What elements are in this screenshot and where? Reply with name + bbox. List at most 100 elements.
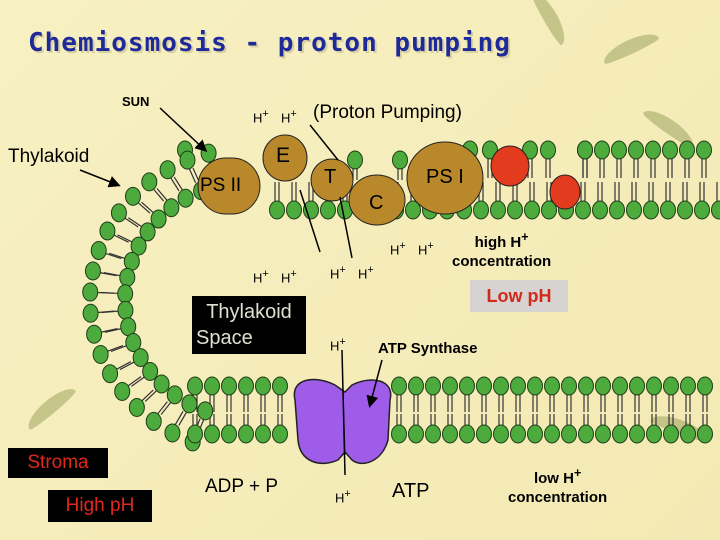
lipid-head [320, 200, 336, 220]
lipid-head [473, 200, 489, 220]
lipid-head [238, 376, 254, 396]
lipid-head [524, 200, 540, 220]
thylakoid-arrow [79, 169, 121, 188]
lipid-tail [106, 345, 124, 352]
lipid-head [177, 188, 194, 208]
lipid-head [159, 160, 176, 180]
lipid-head [575, 200, 591, 220]
lipid-head [84, 261, 101, 281]
lipid-head [577, 140, 593, 160]
adp-label: ADP + P [205, 476, 279, 497]
lipid-tail [101, 310, 119, 314]
page-title: Chemiosmosis - proton pumping [28, 28, 511, 58]
lipid-head [123, 251, 140, 271]
lipid-head [145, 411, 162, 431]
lipid-head [561, 424, 577, 444]
lipid-head [150, 209, 167, 229]
lipid-head [476, 376, 492, 396]
lipid-head [459, 376, 475, 396]
lipid-head [347, 150, 363, 170]
c-complex [348, 174, 406, 226]
lipid-head [425, 424, 441, 444]
lipid-head [166, 385, 183, 405]
lipid-head [677, 200, 693, 220]
lipid-head [124, 186, 141, 206]
lipid-head [629, 376, 645, 396]
lipid-head [680, 424, 696, 444]
lipid-head [612, 376, 628, 396]
lipid-head [187, 424, 203, 444]
lipid-head [459, 424, 475, 444]
lipid-head [490, 200, 506, 220]
proton-space-3: H+ [330, 264, 346, 282]
thylakoid-space-box: Thylakoid Space [192, 296, 306, 354]
lipid-tail [160, 401, 172, 415]
atp-synthase-arrow [366, 359, 383, 408]
high-h-concentration-label: high H+ concentration [452, 230, 552, 270]
low-h-concentration-label: low H+ concentration [508, 466, 608, 506]
lipid-head [272, 376, 288, 396]
proton-bottom: H+ [335, 488, 351, 506]
lipid-head [612, 424, 628, 444]
lipid-head [132, 348, 149, 368]
lipid-tail [178, 411, 188, 426]
lipid-head [204, 376, 220, 396]
lipid-head [510, 376, 526, 396]
lipid-head [86, 324, 103, 344]
lipid-head [408, 424, 424, 444]
lipid-head [595, 376, 611, 396]
lipid-head [408, 376, 424, 396]
lipid-head [578, 376, 594, 396]
lipid-tail [119, 361, 136, 371]
lipid-head [82, 282, 99, 302]
atp-synthase-label: ATP Synthase [378, 340, 478, 357]
lipid-head [269, 200, 285, 220]
lipid-tail [100, 328, 118, 333]
lipid-head [697, 376, 713, 396]
lipid-tail [173, 176, 184, 192]
lipid-head [221, 424, 237, 444]
lipid-tail [127, 217, 143, 228]
lipid-head [662, 140, 678, 160]
lipid-tail [156, 188, 169, 202]
lipid-head [102, 364, 119, 384]
lipid-head [527, 424, 543, 444]
lipid-head [493, 376, 509, 396]
lipid-head [592, 200, 608, 220]
high-ph-label: High pH [65, 495, 135, 516]
lipid-tail [99, 272, 117, 277]
lipid-tail [131, 376, 146, 387]
lipid-head [179, 150, 196, 170]
lipid-head [646, 424, 662, 444]
lipid-head [679, 140, 695, 160]
lipid-head [507, 200, 523, 220]
lipid-head [392, 150, 408, 170]
lipid-head [204, 424, 220, 444]
lipid-head [541, 200, 557, 220]
proton-in-line [309, 124, 339, 161]
lipid-tail [141, 201, 155, 214]
lipid-head [609, 200, 625, 220]
stroma-label: Stroma [27, 452, 89, 473]
proton-space-1: H+ [253, 268, 269, 286]
lipid-head [120, 317, 137, 337]
lipid-head [114, 381, 131, 401]
lipid-tail [105, 252, 122, 260]
lipid-tail [174, 411, 184, 426]
proton-out-line [299, 189, 321, 253]
proton-mid-2: H+ [418, 240, 434, 258]
lipid-head [163, 198, 180, 218]
lipid-tail [110, 345, 128, 352]
lipid-head [697, 424, 713, 444]
lipid-head [117, 300, 134, 320]
low-ph-box: Low pH [470, 280, 568, 312]
lipid-head [110, 203, 127, 223]
lipid-tail [115, 361, 132, 371]
proton-out-line-2 [339, 196, 353, 259]
lipid-tail [156, 401, 168, 415]
lipid-head [255, 376, 271, 396]
lipid-head [153, 374, 170, 394]
ps1-label: PS I [426, 166, 464, 188]
lipid-tail [117, 234, 133, 243]
lipid-head [611, 140, 627, 160]
